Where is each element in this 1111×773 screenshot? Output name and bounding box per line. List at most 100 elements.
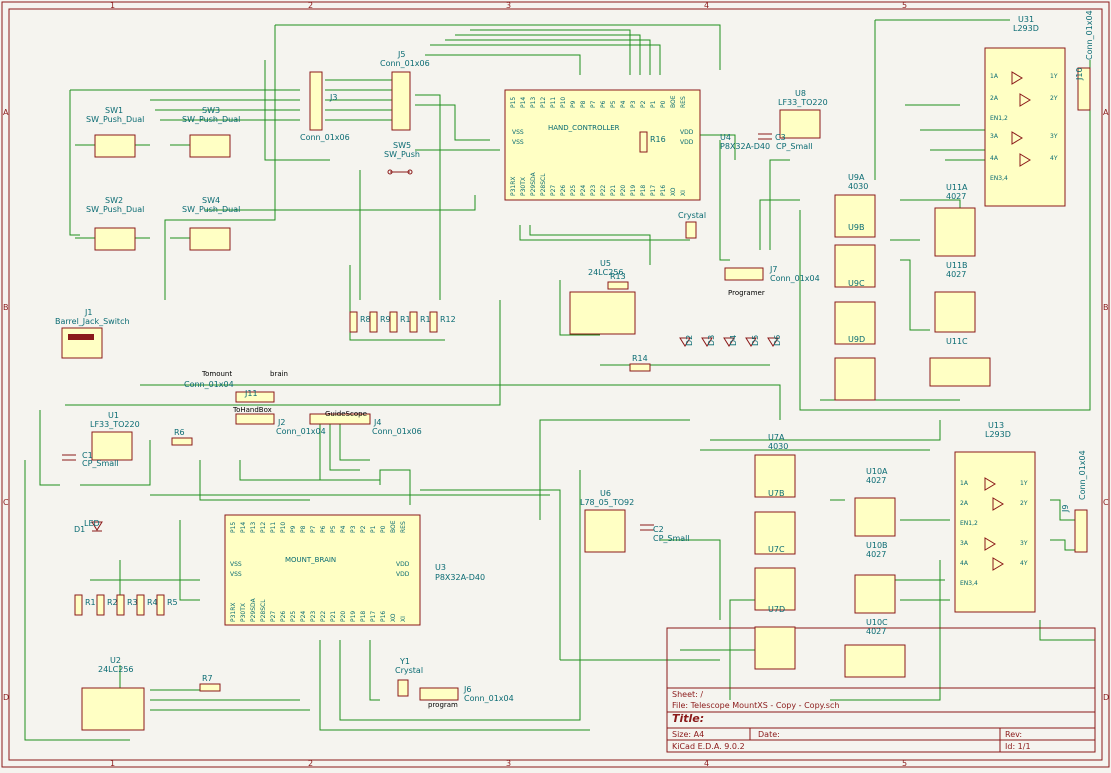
- resistor-ref: R11: [420, 315, 436, 324]
- conn-j5: J5 Conn_01x06: [380, 50, 430, 131]
- conn-j6: J6 Conn_01x04 program: [419, 685, 514, 709]
- j9-val: Conn_01x04: [1078, 450, 1087, 500]
- ic-pin-label: P22: [320, 611, 327, 622]
- xor-u9c: U9C: [834, 279, 876, 345]
- eeprom-u2: U2 24LC256: [81, 656, 145, 731]
- tb-file: File: Telescope MountXS - Copy - Copy.sc…: [672, 701, 839, 710]
- hc-vdd2: VDD: [680, 139, 694, 146]
- conn-j3: J3 Conn_01x06: [300, 71, 350, 142]
- mb-vdd1: VDD: [396, 561, 410, 568]
- sw4-ref: SW4: [202, 196, 220, 205]
- u13-1y: 1Y: [1020, 480, 1028, 487]
- resistor-ref: R13: [610, 272, 626, 281]
- ic-pin-label: RES: [680, 96, 687, 108]
- ic-pin-label: P6: [320, 525, 327, 533]
- eeprom-u5: U5 24LC256: [569, 259, 636, 335]
- tb-rev: Rev:: [1005, 730, 1022, 739]
- switch-sw1: SW1 SW_Push_Dual: [86, 106, 144, 158]
- resistor-r4: [136, 594, 145, 616]
- resistor-r10: [389, 311, 398, 333]
- resistor-r8: [349, 311, 358, 333]
- hc-vss2: VSS: [512, 139, 524, 146]
- ic-pin-label: P12: [260, 522, 267, 533]
- u4-val: P8X32A-D40: [720, 142, 770, 151]
- c1-ref: C1: [82, 451, 93, 460]
- ic-pin-label: P23: [310, 611, 317, 622]
- j5-ref: J5: [397, 50, 405, 59]
- j1-ref: J1: [84, 308, 92, 317]
- u10a-val: 4027: [866, 476, 886, 485]
- tb-sheet: Sheet: /: [672, 690, 703, 699]
- ic-pin-label: P15: [230, 522, 237, 533]
- resistor-ref: R6: [174, 428, 185, 437]
- row-marker-left: B: [3, 303, 9, 312]
- u9a-ref: U9A: [848, 173, 865, 182]
- ic-pin-label: P1: [370, 525, 377, 533]
- col-marker-top: 4: [704, 1, 709, 10]
- sw1-val: SW_Push_Dual: [86, 115, 144, 124]
- led-symbol: [701, 337, 713, 347]
- ic-pin-label: P12: [540, 97, 547, 108]
- u6-val: L78_05_TO92: [580, 498, 634, 507]
- u11b-val: 4027: [946, 270, 966, 279]
- col-marker-top: 3: [506, 1, 511, 10]
- u11c-ref: U11C: [946, 337, 968, 346]
- sw4-val: SW_Push_Dual: [182, 205, 240, 214]
- resistor-ref: R3: [127, 598, 138, 607]
- col-marker-bottom: 1: [110, 759, 115, 768]
- led-ref: D6: [773, 335, 782, 346]
- ic-pin-label: P19: [630, 185, 637, 196]
- ic-pin-label: P26: [280, 611, 287, 622]
- cap-c3: C3 CP_Small: [758, 133, 813, 151]
- xor-u7a: U7A 4030: [754, 433, 796, 498]
- u2-ref: U2: [110, 656, 121, 665]
- ic-pin-label: BOE: [390, 520, 397, 533]
- xor-u7b: U7B: [754, 489, 796, 555]
- u2-val: 24LC256: [98, 665, 134, 674]
- sw3-val: SW_Push_Dual: [182, 115, 240, 124]
- j2-val: Conn_01x04: [276, 427, 326, 436]
- u8-val: LF33_TO220: [778, 98, 828, 107]
- switch-sw2: SW2 SW_Push_Dual: [86, 196, 144, 251]
- resistor-ref: R4: [147, 598, 158, 607]
- xor-u9a: U9A 4030: [834, 173, 876, 238]
- resistor-r16: [639, 131, 648, 153]
- resistor-r12: [429, 311, 438, 333]
- hand-controller-label: HAND_CONTROLLER: [548, 124, 620, 132]
- u10c-val: 4027: [866, 627, 886, 636]
- j3-ref: J3: [329, 93, 337, 102]
- u31-2a: 2A: [990, 95, 999, 102]
- mb-vdd2: VDD: [396, 571, 410, 578]
- ic-pin-label: RES: [400, 521, 407, 533]
- tb-size: Size: A4: [672, 730, 704, 739]
- y1-val: Crystal: [395, 666, 423, 675]
- resistor-ref: R14: [632, 354, 648, 363]
- u9a-val: 4030: [848, 182, 868, 191]
- led-ref: D4: [729, 335, 738, 346]
- tb-tool: KiCad E.D.A. 9.0.2: [672, 742, 745, 751]
- ic-pin-label: P13: [530, 97, 537, 108]
- u13-1a: 1A: [960, 480, 969, 487]
- u6-ref: U6: [600, 489, 611, 498]
- row-marker-left: A: [3, 108, 9, 117]
- u3-val: P8X32A-D40: [435, 573, 485, 582]
- j9-ref: J9: [1061, 505, 1070, 513]
- ic-pin-label: P9: [570, 100, 577, 108]
- col-marker-top: 2: [308, 1, 313, 10]
- ic-pin-label: P13: [250, 522, 257, 533]
- u9b-ref: U9B: [848, 223, 864, 232]
- j1-val: Barrel_Jack_Switch: [55, 317, 130, 326]
- ic-pin-label: P4: [620, 100, 627, 108]
- col-marker-top: 1: [110, 1, 115, 10]
- led-d1: D1 LED: [74, 519, 103, 534]
- ic-pin-label: P15: [510, 97, 517, 108]
- conn-j4: GuideScope J4 Conn_01x06: [309, 410, 422, 436]
- ic-pin-label: P0: [380, 525, 387, 533]
- title-block: Sheet: / File: Telescope MountXS - Copy …: [666, 627, 1096, 753]
